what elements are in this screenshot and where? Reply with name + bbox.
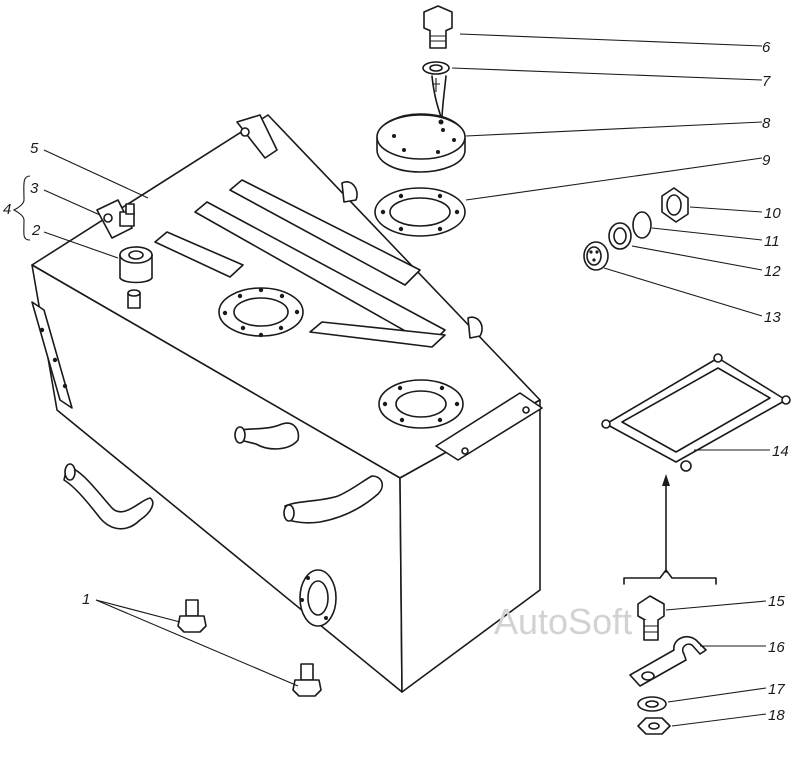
washer-part-17 xyxy=(637,696,667,712)
pointer-arrow-head xyxy=(662,474,670,486)
fitting-part-13 xyxy=(583,241,609,271)
bolt-part-15 xyxy=(637,595,665,641)
callout-8: 8 xyxy=(762,115,771,132)
callout-3: 3 xyxy=(30,180,39,197)
callout-9: 9 xyxy=(762,152,771,169)
ring-part-12 xyxy=(608,222,632,250)
callout-6: 6 xyxy=(762,39,771,56)
callout-4: 4 xyxy=(3,201,11,218)
callout-16: 16 xyxy=(768,639,785,656)
callout-11: 11 xyxy=(764,233,780,250)
washer-part-11 xyxy=(632,211,652,239)
callout-18: 18 xyxy=(768,707,785,724)
callout-7: 7 xyxy=(762,73,771,90)
lock-washer-part-7 xyxy=(422,61,450,75)
callout-10: 10 xyxy=(764,205,781,222)
fuel-tank-body xyxy=(31,114,543,693)
callout-15: 15 xyxy=(768,593,785,610)
pipe-left xyxy=(63,463,154,530)
pipe-right xyxy=(283,475,384,524)
side-flange xyxy=(299,569,337,627)
top-flange-large xyxy=(218,287,304,338)
callout-14: 14 xyxy=(772,443,789,460)
callout-13: 13 xyxy=(764,309,781,326)
clamp-part-16 xyxy=(629,635,707,687)
brace-15-18 xyxy=(623,569,717,585)
drain-plug-lower xyxy=(292,663,322,697)
callout-12: 12 xyxy=(764,263,781,280)
drain-plug-upper xyxy=(177,599,207,633)
bolt-part-6 xyxy=(423,5,453,49)
frame-part-14 xyxy=(601,353,791,472)
nut-part-18 xyxy=(637,717,671,735)
plug-part-10 xyxy=(661,187,689,223)
top-flange-right xyxy=(378,379,464,429)
callout-5: 5 xyxy=(30,140,39,157)
pipe-middle xyxy=(234,422,300,450)
callout-17: 17 xyxy=(768,681,785,698)
clip-part-3 xyxy=(96,199,135,239)
gasket-part-9 xyxy=(374,187,466,237)
bush-part-2 xyxy=(119,246,153,309)
convergent-arrow xyxy=(431,75,447,121)
callout-2: 2 xyxy=(31,222,41,239)
watermark: AutoSoft xyxy=(494,601,632,642)
leader-lines xyxy=(12,33,770,727)
callout-1: 1 xyxy=(82,591,90,608)
cover-plate-part-8 xyxy=(376,113,466,173)
